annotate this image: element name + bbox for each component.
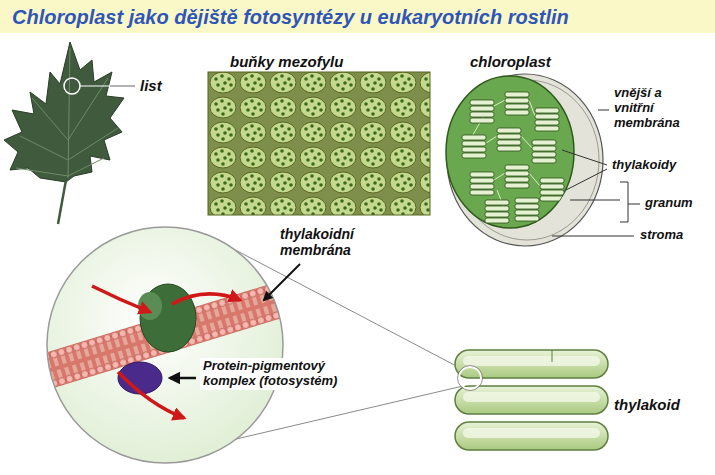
thylakoids-label: thylakoidy <box>612 158 676 173</box>
membrane-label: vnější a vnitřní membrána <box>614 86 686 131</box>
photosystem-label: Protein-pigmentový komplex (fotosystém) <box>200 358 356 390</box>
granum-label: granum <box>645 196 693 211</box>
magnified-membrane <box>26 227 304 463</box>
thylakoid-stack <box>455 350 608 450</box>
leaf-label: list <box>140 77 162 94</box>
cells-label: buňky mezofylu <box>230 53 343 70</box>
chloroplast-drawing <box>446 74 640 246</box>
thylakoid-label: thylakoid <box>614 396 680 413</box>
diagram-title: Chloroplast jako dějiště fotosyntézy u e… <box>12 5 569 29</box>
chloroplast-label: chloroplast <box>470 53 551 70</box>
thylakoid-membrane-label: thylakoidní membrána <box>280 226 370 258</box>
leaf-drawing <box>4 42 135 224</box>
mesophyll-photo <box>208 72 430 215</box>
stroma-label: stroma <box>640 228 683 243</box>
